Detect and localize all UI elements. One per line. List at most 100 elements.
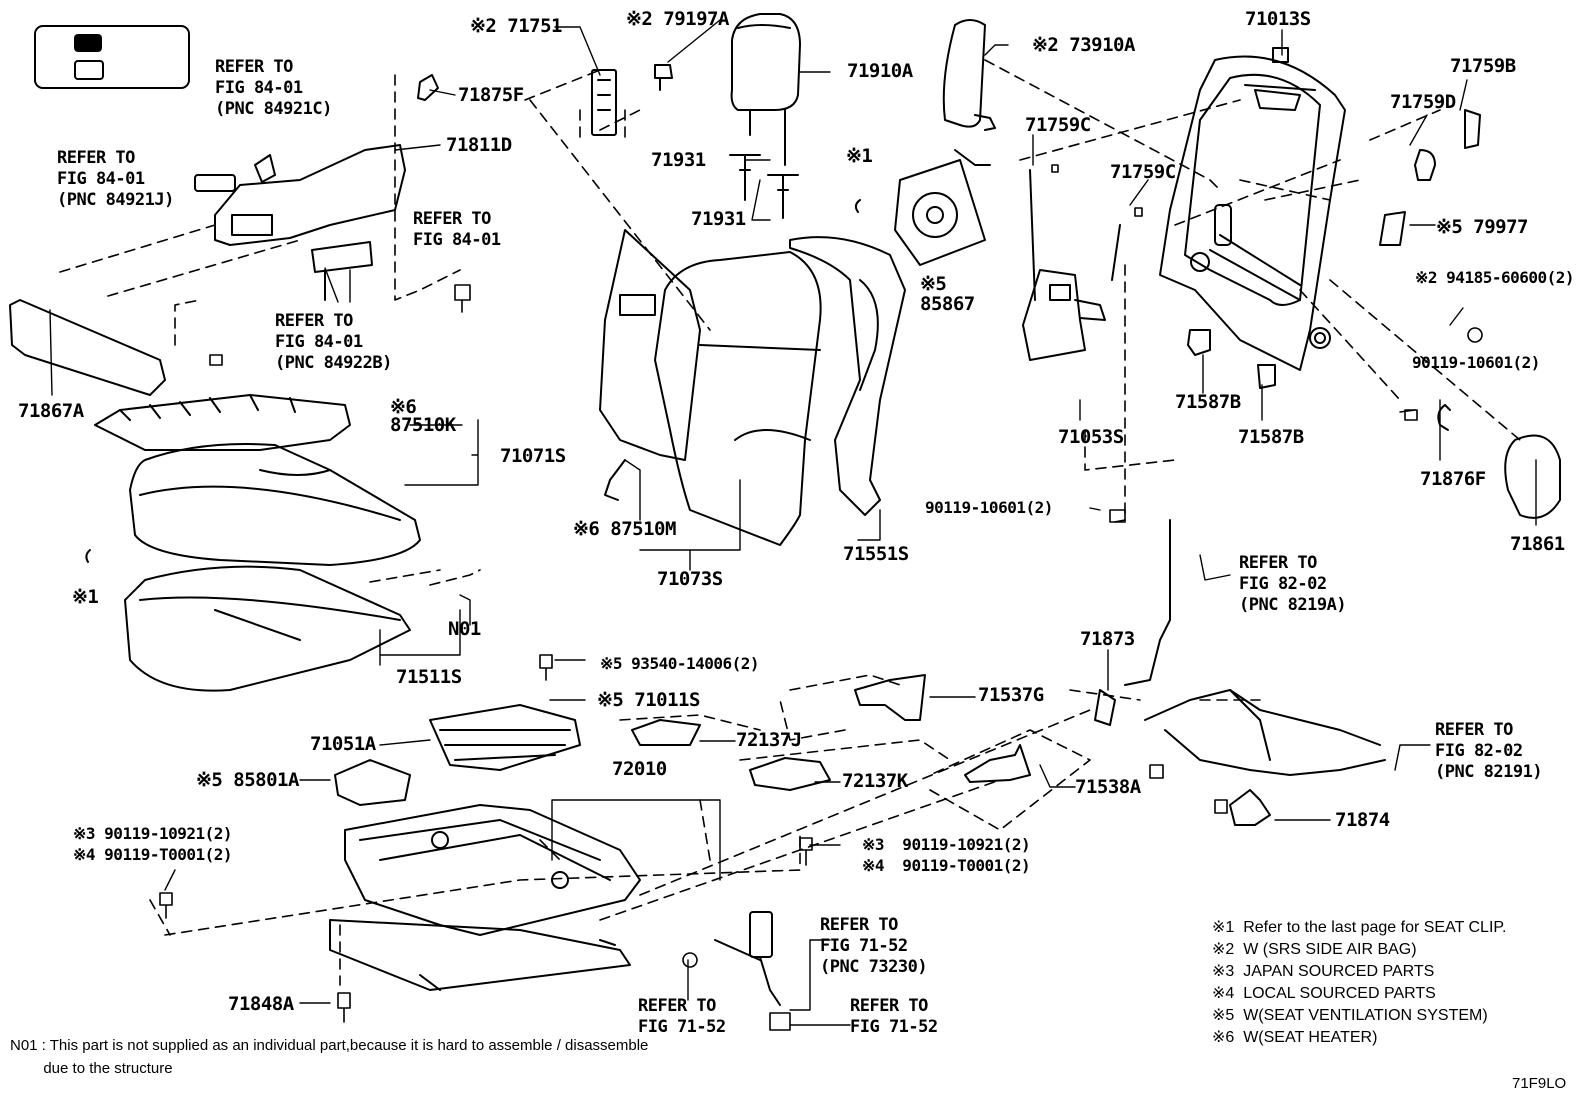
cover-71876f <box>1437 404 1451 431</box>
part-label-71867a: 71867A <box>18 400 84 422</box>
part-label-90119-10601-a: 90119-10601(2) <box>1412 353 1540 372</box>
part-label-71051a: 71051A <box>310 733 376 755</box>
part-label-71759c-a: 71759C <box>1025 114 1091 136</box>
part-label-71511s: 71511S <box>396 666 462 688</box>
assembly-guide-lines <box>59 59 1521 986</box>
seatback-spring-71053s <box>1022 169 1121 361</box>
refer-to-fig-71-52-73230: REFER TO FIG 71-52 (PNC 73230) <box>820 915 928 977</box>
part-label-72137j: 72137J <box>736 729 802 751</box>
part-label-87510k: ※6 87510K <box>390 396 456 436</box>
cover-72137k <box>749 757 831 791</box>
part-label-73910a: ※2 73910A <box>1032 34 1135 56</box>
cover-71759b <box>1464 109 1481 149</box>
note-6: ※6 W(SEAT HEATER) <box>1212 1029 1378 1046</box>
bolt-79197a <box>654 64 673 91</box>
switch-84922b <box>311 241 373 301</box>
cushion-cover-71071s <box>129 443 421 566</box>
seatback-cover-71073s <box>654 251 822 546</box>
note-5: ※5 W(SEAT VENTILATION SYSTEM) <box>1212 1007 1488 1024</box>
part-label-71587b-a: 71587B <box>1175 391 1241 413</box>
cover-71538a <box>964 744 1031 783</box>
part-label-71011s: ※5 71011S <box>597 689 700 711</box>
part-label-71751: ※2 71751 <box>470 15 563 37</box>
seatback-board-71551s <box>789 236 906 516</box>
note-3: ※3 JAPAN SOURCED PARTS <box>1212 963 1435 980</box>
legend-empty-icon <box>74 60 104 80</box>
part-label-71551s: 71551S <box>843 543 909 565</box>
cushion-pad-71511s <box>124 565 411 692</box>
footnote-n01: N01 : This part is not supplied as an in… <box>10 1037 649 1077</box>
seatback-heater-87510m <box>599 229 701 501</box>
cover-71537g <box>854 674 926 721</box>
note-2: ※2 W (SRS SIDE AIR BAG) <box>1212 941 1417 958</box>
part-label-90119-10601-b: 90119-10601(2) <box>925 498 1053 517</box>
part-label-71759c-b: 71759C <box>1110 161 1176 183</box>
part-label-n01: N01 <box>448 618 481 640</box>
seat-wire-harness <box>1094 519 1386 826</box>
part-label-85867: ※5 85867 <box>920 273 975 315</box>
leader-lines <box>49 19 1537 1026</box>
fasteners <box>159 164 1483 1031</box>
cover-72137j <box>631 719 701 746</box>
airbag-73910a <box>942 19 996 131</box>
part-label-90119-10921-right: ※3 90119-10921(2) ※4 90119-T0001(2) <box>862 835 1031 875</box>
part-label-seat-clip-left: ※1 <box>72 586 99 608</box>
part-label-93540-14006: ※5 93540-14006(2) <box>600 654 760 673</box>
part-label-71910a: 71910A <box>847 60 913 82</box>
headrest-guides-71931 <box>729 154 799 219</box>
switch-84921j <box>194 174 236 192</box>
part-label-71759d: 71759D <box>1390 91 1456 113</box>
part-label-71875f: 71875F <box>458 84 524 106</box>
cover-71759d <box>1414 149 1436 181</box>
part-label-71053s: 71053S <box>1058 426 1124 448</box>
part-label-71073s: 71073S <box>657 568 723 590</box>
legend-box <box>34 25 190 89</box>
cushion-spring-71051a <box>429 704 581 771</box>
part-label-90119-10921-left: ※3 90119-10921(2) ※4 90119-T0001(2) <box>73 824 233 864</box>
part-label-87510m: ※6 87510M <box>573 518 676 540</box>
refer-to-fig-84-01: REFER TO FIG 84-01 <box>413 209 501 250</box>
part-label-71931-a: 71931 <box>651 149 706 171</box>
part-label-79977: ※5 79977 <box>1436 216 1529 238</box>
side-airbag-71751 <box>591 69 617 136</box>
cover-71875f <box>417 74 439 101</box>
refer-to-fig-84-01-84921j: REFER TO FIG 84-01 (PNC 84921J) <box>57 148 174 210</box>
part-label-71071s: 71071S <box>500 445 566 467</box>
part-label-seat-clip-top: ※1 <box>846 145 873 167</box>
shield-71811d <box>214 144 406 246</box>
refer-to-fig-84-01-84921c: REFER TO FIG 84-01 (PNC 84921C) <box>215 57 332 119</box>
shield-71867a <box>9 299 166 396</box>
refer-to-fig-82-02-82191: REFER TO FIG 82-02 (PNC 82191) <box>1435 720 1543 782</box>
legend-filled-icon <box>74 34 102 52</box>
bracket-71587b-upper <box>1187 329 1211 356</box>
blower-85867 <box>894 149 991 266</box>
part-label-71931-b: 71931 <box>691 208 746 230</box>
bracket-71587b-lower <box>1257 364 1276 389</box>
part-label-71759b: 71759B <box>1450 55 1516 77</box>
note-4: ※4 LOCAL SOURCED PARTS <box>1212 985 1436 1002</box>
seat-belt-buckle <box>714 911 781 1006</box>
part-label-72137k: 72137K <box>842 770 908 792</box>
part-label-71537g: 71537G <box>978 684 1044 706</box>
refer-to-fig-71-52-left: REFER TO FIG 71-52 <box>638 996 726 1037</box>
part-label-72010: 72010 <box>612 758 667 780</box>
part-label-85801a: ※5 85801A <box>196 769 299 791</box>
part-label-71873: 71873 <box>1080 628 1135 650</box>
part-label-79197a: ※2 79197A <box>626 8 729 30</box>
figure-id: 71F9LO <box>1512 1075 1567 1092</box>
part-label-71848a: 71848A <box>228 993 294 1015</box>
refer-to-fig-84-01-84922b: REFER TO FIG 84-01 (PNC 84922B) <box>275 311 392 373</box>
part-label-71811d: 71811D <box>446 134 512 156</box>
seat-clip-icons <box>85 199 861 563</box>
part-label-71876f: 71876F <box>1420 468 1486 490</box>
refer-to-fig-71-52-right: REFER TO FIG 71-52 <box>850 996 938 1037</box>
pad-79977 <box>1379 211 1406 246</box>
part-label-71874: 71874 <box>1335 809 1390 831</box>
part-label-71013s: 71013S <box>1245 8 1311 30</box>
part-label-71538a: 71538A <box>1075 776 1141 798</box>
part-label-71587b-b: 71587B <box>1238 426 1304 448</box>
headrest-71910a <box>730 13 801 166</box>
refer-to-fig-82-02-8219a: REFER TO FIG 82-02 (PNC 8219A) <box>1239 553 1347 615</box>
part-label-94185-60600: ※2 94185-60600(2) <box>1415 268 1575 287</box>
